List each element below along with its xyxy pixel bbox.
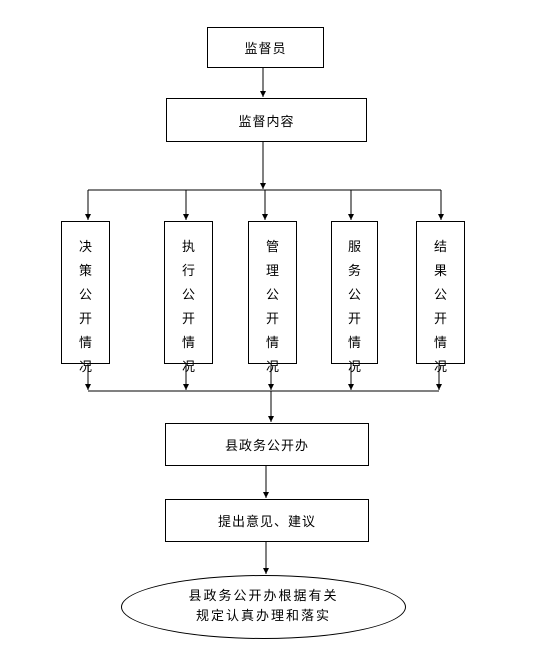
item-label-management: 管理公开情况 (265, 240, 279, 375)
final-action-oval: 县政务公开办根据有关 规定认真办理和落实 (121, 575, 406, 639)
item-label-execution: 执行公开情况 (181, 240, 195, 375)
office-label: 县政务公开办 (224, 439, 309, 454)
item-label-decision: 决策公开情况 (78, 240, 92, 375)
item-box-execution: 执行公开情况 (164, 221, 213, 375)
content-box: 监督内容 (166, 98, 367, 142)
item-box-result: 结果公开情况 (416, 221, 465, 375)
final-label-line1: 县政务公开办根据有关 (188, 589, 339, 604)
suggest-box: 提出意见、建议 (165, 499, 369, 542)
item-box-service: 服务公开情况 (331, 221, 378, 375)
item-label-result: 结果公开情况 (433, 240, 447, 375)
item-box-decision: 决策公开情况 (61, 221, 110, 375)
supervisor-label: 监督员 (244, 42, 287, 57)
office-box: 县政务公开办 (165, 423, 369, 466)
item-label-service: 服务公开情况 (347, 240, 361, 375)
final-label-line2: 规定认真办理和落实 (195, 609, 331, 624)
supervisor-box: 监督员 (207, 27, 324, 68)
content-label: 监督内容 (238, 114, 295, 130)
item-box-management: 管理公开情况 (248, 221, 297, 375)
suggest-label: 提出意见、建议 (217, 515, 316, 530)
